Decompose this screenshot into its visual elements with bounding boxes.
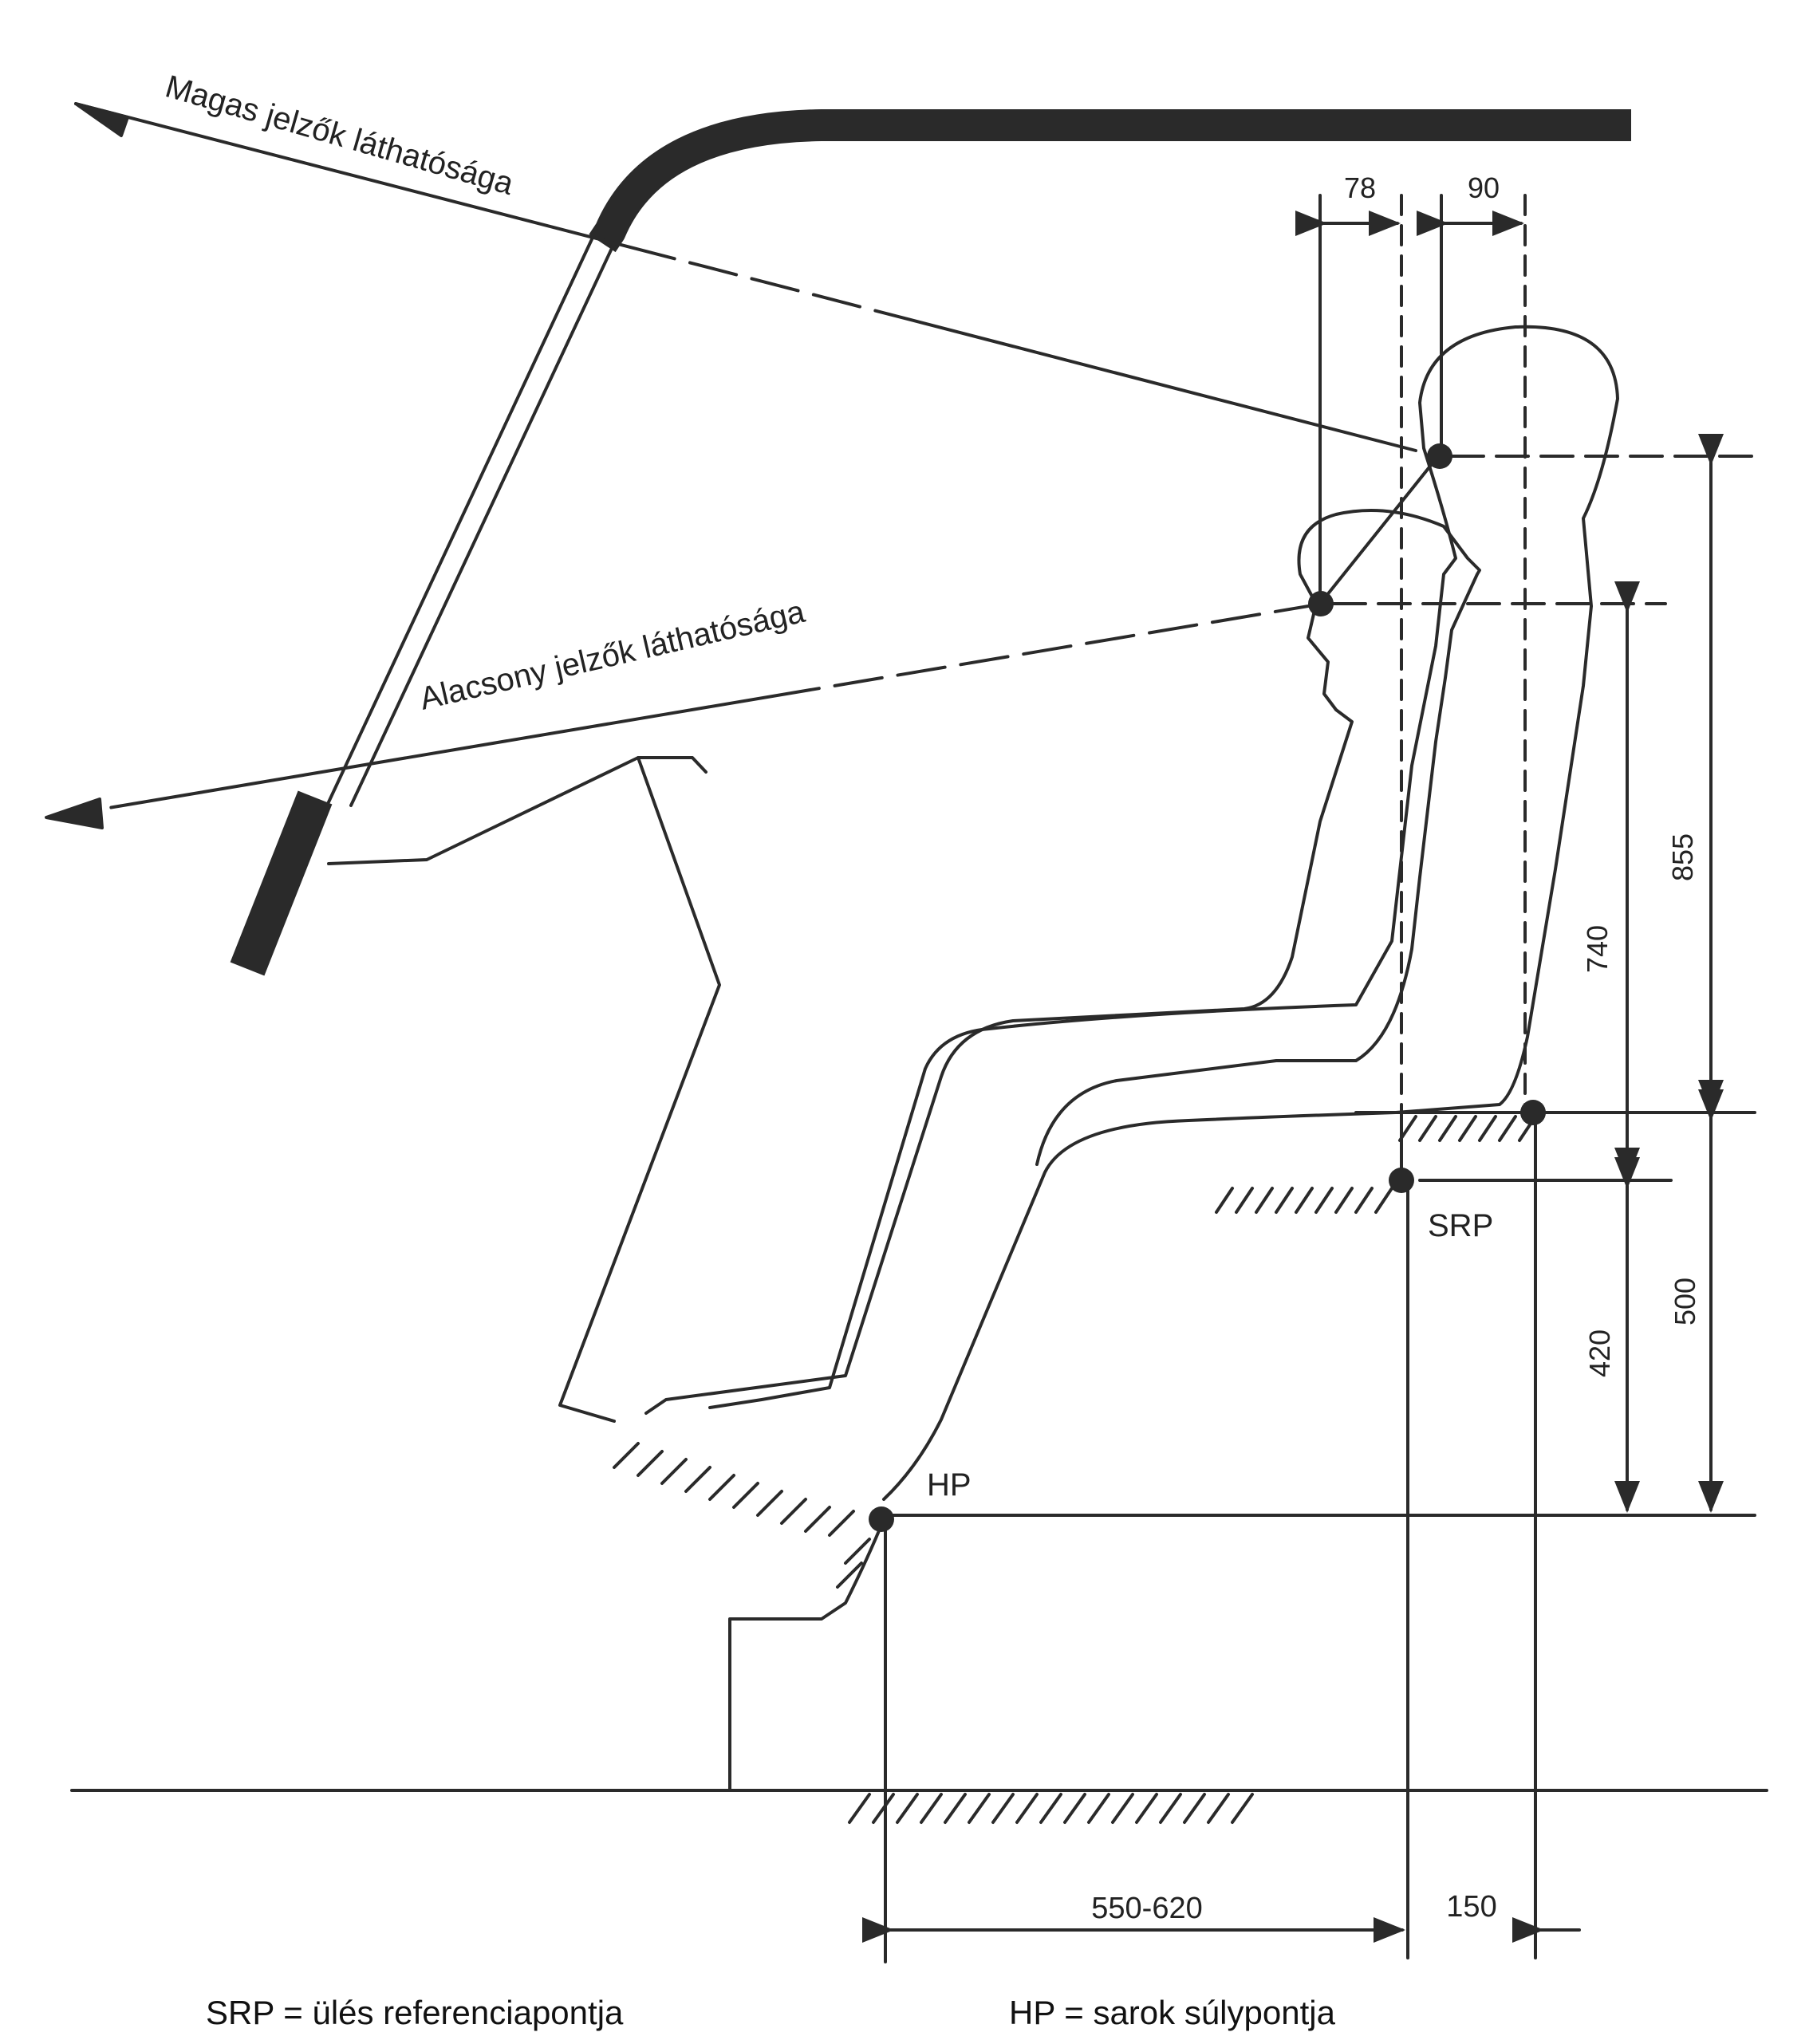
dim-855-label: 855 (1666, 833, 1699, 881)
low-sightline-arrow (50, 602, 1324, 819)
hp-caption: HP = sarok súlypontja (1009, 1994, 1335, 2031)
hatch-seat-rear (1398, 1115, 1537, 1142)
windscreen-pillar-outer (325, 238, 593, 807)
srp-label: SRP (1428, 1208, 1493, 1243)
windscreen-base (230, 790, 333, 976)
srp-point (1389, 1168, 1414, 1193)
eye-connector (1318, 455, 1440, 605)
dim-150-label: 150 (1446, 1890, 1496, 1924)
hatch-seat-srp (1215, 1187, 1393, 1214)
roof-line (589, 109, 1631, 253)
tall-driver-outline (708, 325, 1619, 1501)
hp-point (869, 1506, 894, 1532)
dim-550-620-label: 550-620 (1091, 1892, 1202, 1925)
dim-78-label: 78 (1344, 171, 1376, 204)
seat-rear-point (1520, 1100, 1546, 1125)
pedal-console (558, 756, 721, 1423)
hp-label: HP (927, 1467, 972, 1502)
dim-420-label: 420 (1583, 1329, 1616, 1377)
dim-740-label: 740 (1581, 925, 1614, 973)
windscreen-pillar-inner (349, 242, 616, 807)
eye-point-short (1308, 591, 1334, 616)
low-signals-label: Alacsony jelzők láthatósága (416, 594, 809, 717)
high-sightline-head (74, 102, 129, 137)
low-sightline-head (45, 798, 104, 829)
srp-caption: SRP = ülés referenciapontja (206, 1994, 624, 2031)
eye-point-tall (1427, 443, 1452, 469)
short-driver-outline (644, 509, 1481, 1415)
high-signals-label: Magas jelzők láthatósága (162, 69, 518, 202)
dim-90-label: 90 (1468, 171, 1500, 204)
hatch-heel (613, 1442, 871, 1589)
heel-step (728, 1514, 887, 1792)
dim-500-label: 500 (1669, 1278, 1701, 1325)
hatch-floor (848, 1793, 1254, 1824)
dashboard-panel (327, 756, 707, 865)
high-sightline-arrow (74, 102, 1417, 452)
